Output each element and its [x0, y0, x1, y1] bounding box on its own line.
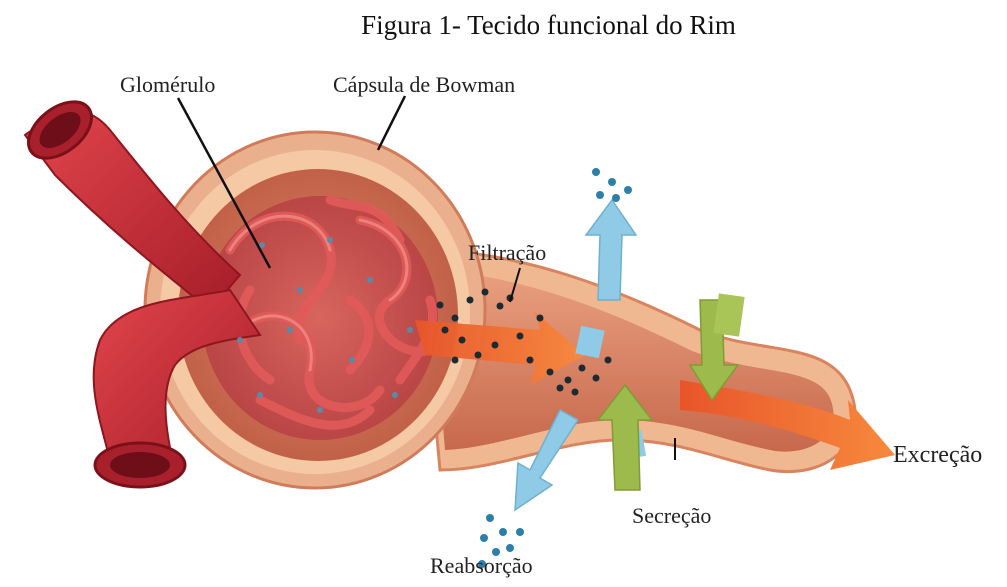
- label-reabsorcao: Reabsorção: [430, 553, 533, 579]
- label-capsula-bowman: Cápsula de Bowman: [333, 72, 515, 98]
- label-filtracao: Filtração: [468, 240, 546, 266]
- label-glomerulo: Glomérulo: [120, 72, 215, 98]
- label-excrecao: Excreção: [893, 442, 982, 469]
- capsula-leader: [378, 96, 405, 150]
- label-secrecao: Secreção: [632, 503, 711, 529]
